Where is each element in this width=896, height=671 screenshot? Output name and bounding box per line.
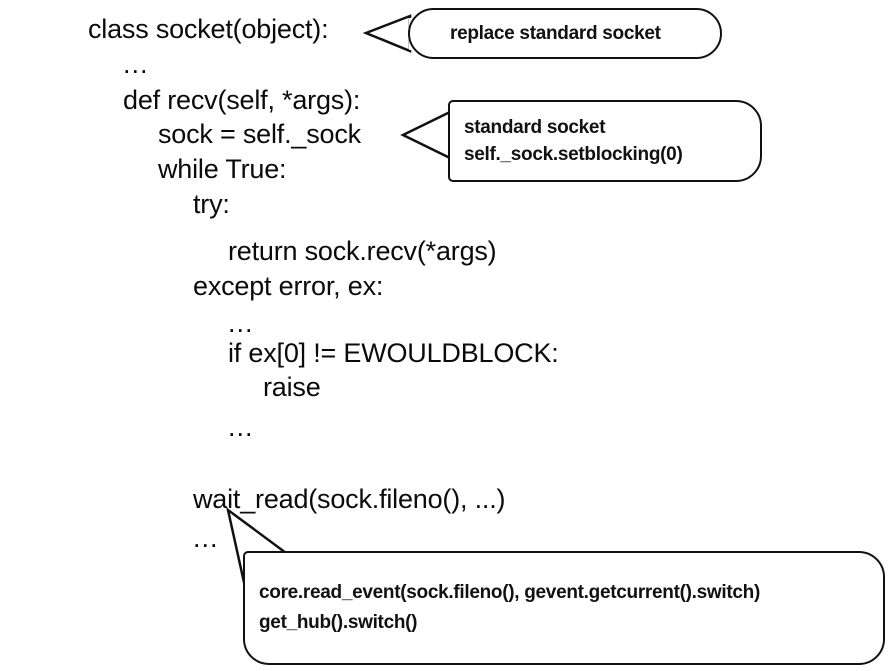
code-line-7: return sock.recv(*args): [228, 236, 497, 266]
callout-replace-socket: replace standard socket: [408, 8, 722, 59]
code-line-2: ...: [123, 49, 149, 79]
code-line-13: wait_read(sock.fileno(), ...): [193, 484, 506, 514]
callout-core-read-event: core.read_event(sock.fileno(), gevent.ge…: [243, 551, 885, 665]
code-line-1: class socket(object):: [88, 14, 329, 44]
code-line-11: raise: [263, 372, 321, 402]
callout-replace-socket-line-1: replace standard socket: [450, 22, 661, 44]
code-line-9: ...: [228, 308, 254, 338]
callout-standard-socket: standard socket self._sock.setblocking(0…: [448, 100, 762, 182]
code-line-10: if ex[0] != EWOULDBLOCK:: [228, 338, 559, 368]
code-line-14: ...: [193, 523, 219, 553]
callout-standard-socket-line-1: standard socket: [464, 117, 606, 138]
code-line-4: sock = self._sock: [158, 119, 361, 149]
code-line-6: try:: [193, 189, 230, 219]
callout-core-read-event-line-1: core.read_event(sock.fileno(), gevent.ge…: [259, 582, 761, 603]
code-line-12: ...: [228, 412, 254, 442]
code-line-3: def recv(self, *args):: [123, 85, 361, 115]
callout-standard-socket-line-2: self._sock.setblocking(0): [464, 144, 683, 165]
code-line-8: except error, ex:: [193, 271, 384, 301]
callout-core-read-event-line-2: get_hub().switch(): [259, 612, 418, 633]
code-line-5: while True:: [158, 154, 287, 184]
